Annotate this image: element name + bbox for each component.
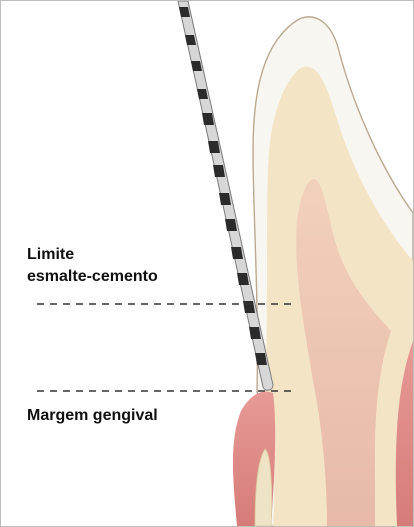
gingival-margin-label: Margem gengival <box>27 405 158 427</box>
cej-label-line1: Limite <box>27 244 158 266</box>
cej-label-line2: esmalte-cemento <box>27 266 158 288</box>
cej-label: Limite esmalte-cemento <box>27 244 158 288</box>
